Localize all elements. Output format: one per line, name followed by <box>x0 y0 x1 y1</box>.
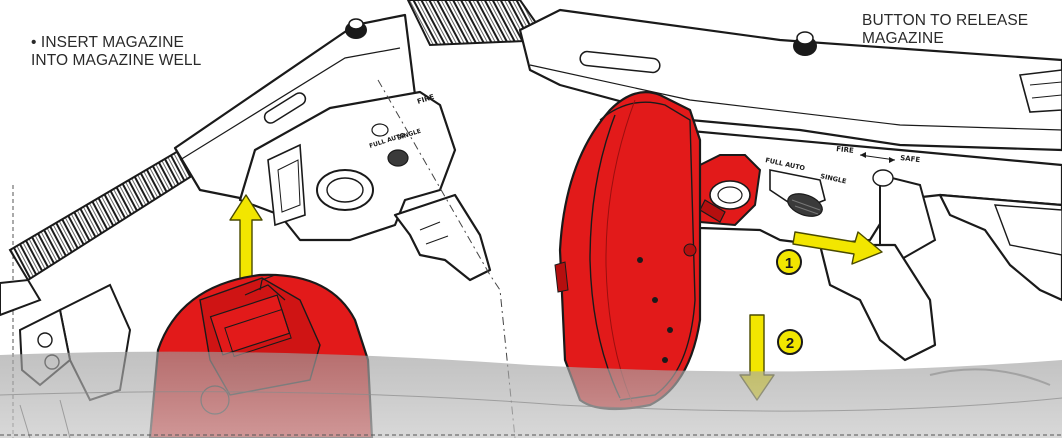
insert-caption-line-1: • INSERT MAGAZINE <box>31 34 201 52</box>
insert-caption-line-2: INTO MAGAZINE WELL <box>31 52 201 70</box>
step-1-badge: 1 <box>777 250 801 274</box>
barrel-spring <box>10 150 198 280</box>
release-caption-line-2: MAGAZINE <box>862 30 1028 48</box>
pistol-grip-right <box>820 245 935 360</box>
insert-magazine-caption: • INSERT MAGAZINE INTO MAGAZINE WELL <box>31 34 201 70</box>
up-arrow-icon <box>230 195 262 280</box>
bottom-fade-band <box>0 352 1062 438</box>
step-2-badge: 2 <box>778 330 802 354</box>
release-caption-line-1: BUTTON TO RELEASE <box>862 12 1028 30</box>
release-magazine-caption: BUTTON TO RELEASE MAGAZINE <box>862 12 1028 48</box>
step-2-number: 2 <box>786 335 794 352</box>
step-1-number: 1 <box>785 255 793 272</box>
drum-magazine-right <box>555 92 700 409</box>
